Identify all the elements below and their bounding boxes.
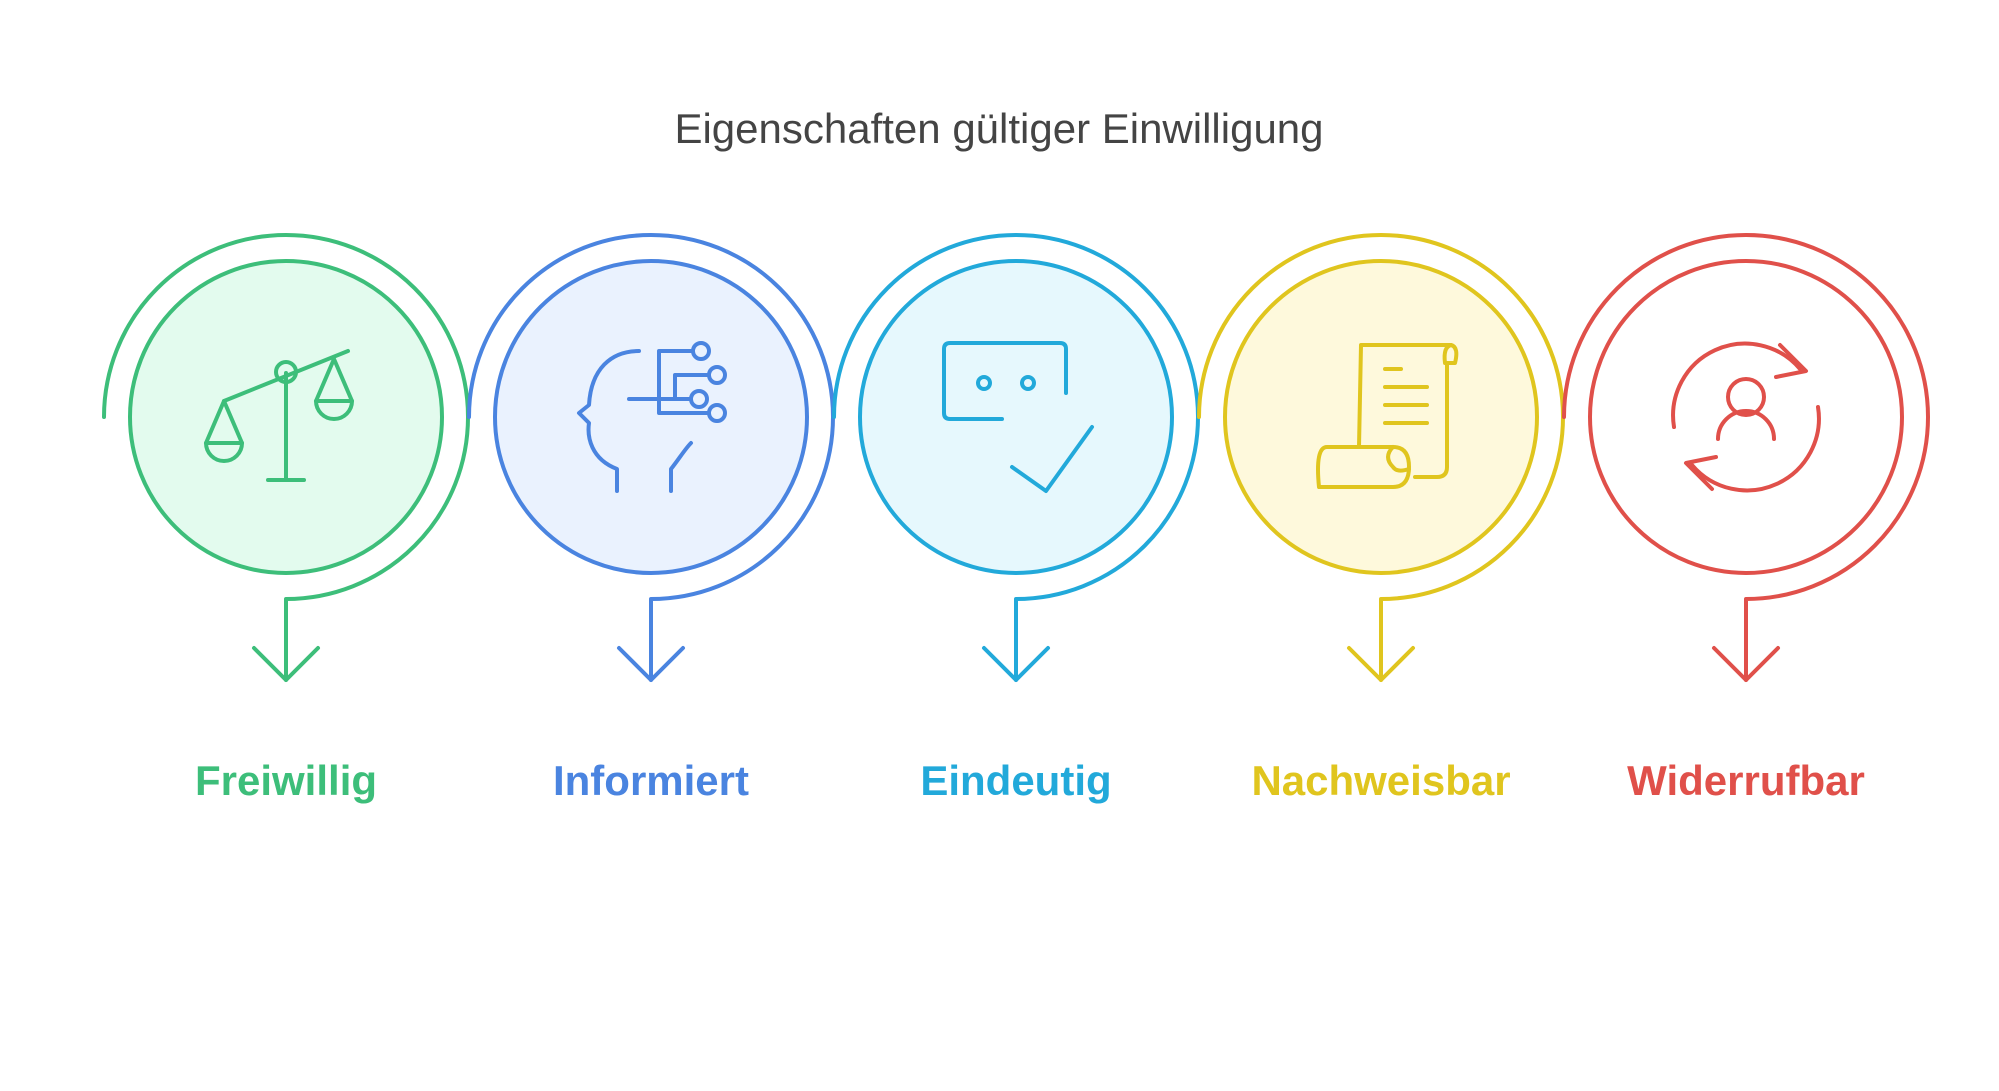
step-eindeutig-label: Eindeutig (920, 757, 1111, 804)
step-freiwillig-outer-arc (102, 233, 470, 682)
step-informiert-circle (493, 259, 809, 575)
head-network-icon (577, 341, 727, 493)
step-nachweisbar-circle (1223, 259, 1539, 575)
step-widerrufbar-label: Widerrufbar (1627, 757, 1865, 804)
user-cycle-icon (1671, 341, 1821, 493)
step-freiwillig-label: Freiwillig (195, 757, 377, 804)
step-eindeutig-arrow (982, 646, 1050, 682)
diagram-title: Eigenschaften gültiger Einwilligung (674, 105, 1323, 152)
step-nachweisbar: Nachweisbar (1197, 233, 1565, 804)
step-nachweisbar-arrow (1347, 646, 1415, 682)
step-widerrufbar-outer-arc (1562, 233, 1930, 682)
step-widerrufbar-arrow (1712, 646, 1780, 682)
step-nachweisbar-outer-arc (1197, 233, 1565, 682)
step-informiert-outer-arc (467, 233, 835, 682)
step-nachweisbar-label: Nachweisbar (1251, 757, 1510, 804)
step-eindeutig-circle (858, 259, 1174, 575)
chat-check-icon (942, 341, 1094, 493)
step-widerrufbar: Widerrufbar (1562, 233, 1930, 804)
step-freiwillig: Freiwillig (102, 233, 470, 804)
step-informiert-arrow (617, 646, 685, 682)
balance-scale-icon (204, 349, 354, 482)
step-eindeutig-outer-arc (832, 233, 1200, 682)
step-informiert: Informiert (467, 233, 835, 804)
step-eindeutig: Eindeutig (832, 233, 1200, 804)
step-informiert-label: Informiert (553, 757, 749, 804)
step-freiwillig-arrow (252, 646, 320, 682)
scroll-document-icon (1316, 343, 1459, 489)
